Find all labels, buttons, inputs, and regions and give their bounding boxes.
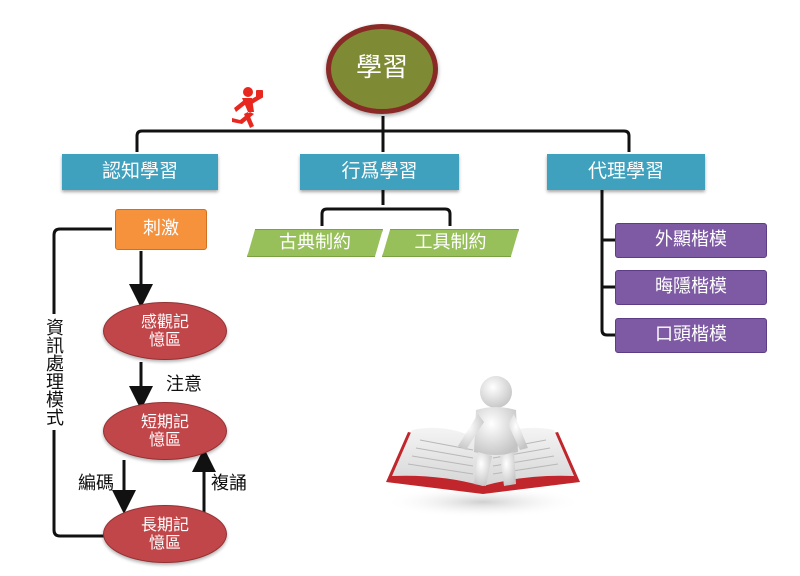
running-figure-icon (232, 87, 263, 128)
covert-modeling-box: 晦隱楷模 (615, 270, 767, 305)
rehearsal-label: 複誦 (211, 473, 247, 494)
instrumental-conditioning-box: 工具制約 (382, 229, 519, 257)
overt-modeling-label: 外顯楷模 (655, 229, 727, 251)
overt-modeling-box: 外顯楷模 (615, 223, 767, 258)
person-reading-book-icon (383, 376, 583, 518)
root-label: 學習 (355, 53, 408, 84)
verbal-modeling-label: 口頭楷模 (655, 324, 727, 346)
short-term-memory-node: 短期記憶區 (103, 402, 227, 460)
verbal-modeling-box: 口頭楷模 (615, 318, 767, 353)
sensory-memory-node: 感觀記憶區 (103, 302, 227, 360)
root-node: 學習 (326, 24, 438, 114)
information-processing-label: 資訊處理模式 (40, 314, 64, 430)
vicarious-learning-box: 代理學習 (547, 154, 705, 190)
stimulus-box: 刺激 (115, 209, 207, 250)
classical-conditioning-label: 古典制約 (279, 231, 351, 253)
long-term-memory-node: 長期記憶區 (103, 505, 227, 563)
attention-label: 注意 (166, 374, 202, 395)
covert-modeling-label: 晦隱楷模 (655, 276, 727, 298)
cognitive-learning-box: 認知學習 (62, 154, 218, 190)
behavioral-learning-label: 行爲學習 (341, 160, 418, 183)
behavioral-bracket (320, 190, 452, 226)
short-term-memory-label: 短期記憶區 (140, 411, 189, 449)
classical-conditioning-box: 古典制約 (247, 229, 383, 257)
stimulus-label: 刺激 (143, 218, 179, 240)
long-term-memory-label: 長期記憶區 (140, 514, 189, 552)
vicarious-learning-label: 代理學習 (587, 160, 664, 183)
sensory-memory-label: 感觀記憶區 (140, 311, 189, 349)
behavioral-learning-box: 行爲學習 (300, 154, 459, 190)
vicarious-tree (600, 190, 616, 337)
cognitive-learning-label: 認知學習 (101, 160, 178, 183)
encoding-label: 編碼 (78, 473, 114, 494)
instrumental-conditioning-label: 工具制約 (414, 231, 487, 253)
